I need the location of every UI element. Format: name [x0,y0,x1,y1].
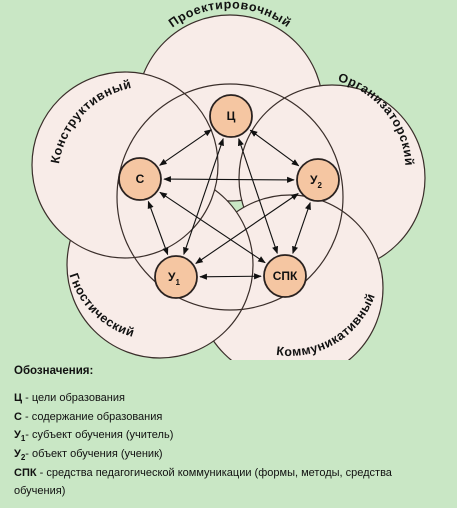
node-label-s: С [136,172,145,186]
legend-item-y2: У2- объект обучения (ученик) [14,448,163,463]
legend-item-spk: СПК - средства педагогической коммуникац… [14,466,392,498]
node-label-y1: У1 [168,270,180,287]
node-circle-c [209,94,253,138]
arrow-y2-y1 [195,193,299,264]
node-circle-y1 [154,255,198,299]
node-s: С [118,157,162,201]
node-y2: У2 [296,158,340,202]
node-y1: У1 [154,255,198,299]
node-label-c: Ц [227,109,236,123]
node-circle-y2 [296,158,340,202]
pedagogical-system-diagram: Проектировочный Организаторский Коммуник… [31,0,426,360]
arrow-s-y2 [163,176,295,183]
legend-item-y1: У1- субъект обучения (учитель) [14,429,174,444]
node-circle-spk [263,254,307,298]
node-circle-s [118,157,162,201]
arrow-y2-spk [292,201,311,255]
arrow-y1-spk [199,273,262,280]
node-label-spk: СПК [273,269,298,283]
node-label-y2: У2 [310,173,322,190]
central-ring [116,83,344,311]
legend-title: Обозначения: [14,365,94,377]
node-spk: СПК [263,254,307,298]
legend: Обозначения: Ц - цели образования С - со… [14,365,444,499]
legend-item-s: С - содержание образования [14,410,163,423]
node-c: Ц [209,94,253,138]
legend-item-c: Ц - цели образования [14,392,125,404]
